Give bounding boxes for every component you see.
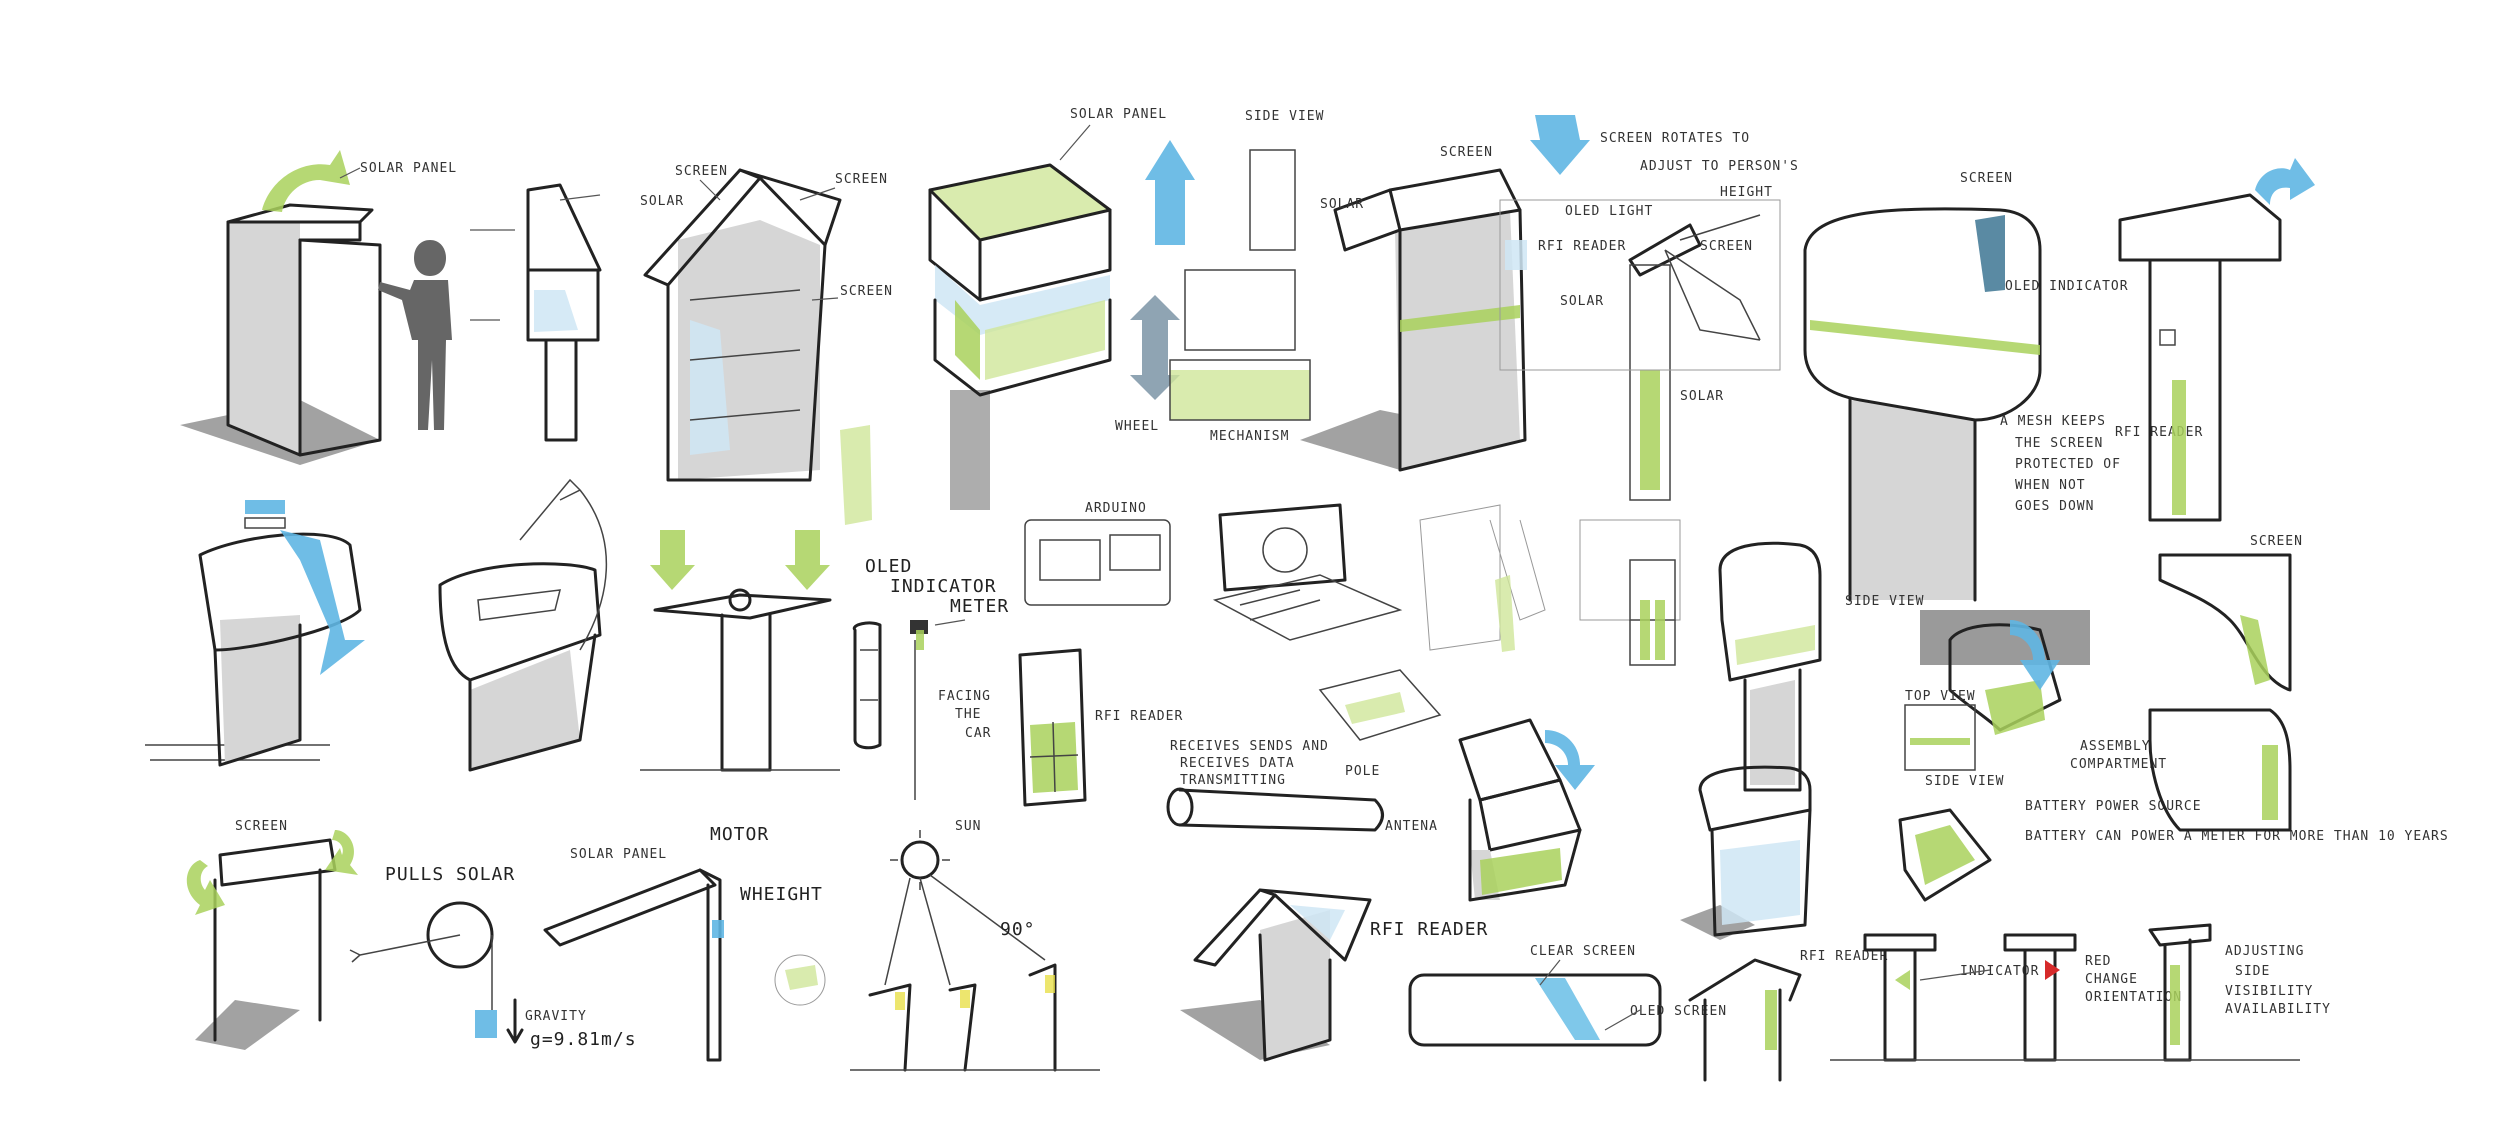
label-pole: POLE <box>1345 764 1380 779</box>
sketch-angled-kiosk <box>438 478 607 772</box>
sketch-cantilever: SCREEN <box>2148 534 2303 832</box>
label-solar-panel-1: SOLAR PANEL <box>360 161 457 176</box>
label-solar-4: SOLAR <box>1680 389 1724 404</box>
label-battery-can: BATTERY CAN POWER A METER FOR MORE THAN … <box>2025 829 2449 844</box>
label-screen-4: SCREEN <box>1440 145 1493 160</box>
label-orientation: ORIENTATION <box>2085 990 2182 1005</box>
label-side: SIDE <box>2235 964 2270 979</box>
label-gravity-value: g=9.81m/s <box>530 1029 637 1050</box>
label-screen-3: SCREEN <box>840 284 893 299</box>
label-battery-power: BATTERY POWER SOURCE <box>2025 799 2202 814</box>
sketch-rotating-screen: SCREEN ROTATES TO ADJUST TO PERSON'S HEI… <box>1300 115 1799 501</box>
sketch-arduino-boards: ARDUINO RFI READER RECEIVES SENDS AND RE… <box>1018 501 1442 807</box>
label-oled-light: OLED LIGHT <box>1565 204 1653 219</box>
label-the-screen: THE SCREEN <box>2015 436 2103 451</box>
sketch-pole-kiosk: POLE ANTENA <box>1166 764 1438 1062</box>
label-screen-rotates: SCREEN ROTATES TO <box>1600 131 1750 146</box>
label-arduino: ARDUINO <box>1085 501 1147 516</box>
label-screen-1: SCREEN <box>675 164 728 179</box>
sketch-faint-concepts <box>1419 504 1681 666</box>
label-indicator-2: INDICATOR <box>1960 964 2039 979</box>
sketch-motor-panel: SOLAR PANEL MOTOR WHEIGHT <box>543 824 826 1062</box>
label-facing: FACING <box>938 689 991 704</box>
sketch-small-roof-post: RFI READER <box>1688 949 1888 1082</box>
sketch-blue-screen-kiosk <box>1680 765 1812 940</box>
sketch-roller: SCREEN <box>186 819 358 1050</box>
label-side-view-2: SIDE VIEW <box>1845 594 1924 609</box>
label-wheight: WHEIGHT <box>740 884 823 905</box>
label-adjusting: ADJUSTING <box>2225 944 2304 959</box>
label-availability: AVAILABILITY <box>2225 1002 2331 1017</box>
label-screen-6: SCREEN <box>1960 171 2013 186</box>
label-solar-2: SOLAR <box>1320 197 1364 212</box>
label-angle: 90° <box>1000 919 1036 940</box>
label-side-view-3: SIDE VIEW <box>1925 774 2004 789</box>
sketch-l-kiosk: SOLAR PANEL <box>180 150 457 465</box>
label-oled-screen: OLED SCREEN <box>1630 1004 1727 1019</box>
label-screen-2: SCREEN <box>835 172 888 187</box>
label-antenna: ANTENA <box>1385 819 1438 834</box>
label-change: CHANGE <box>2085 972 2138 987</box>
sketch-box-module: SOLAR PANEL SIDE VIEW WHEEL MECHANISM <box>928 107 1324 510</box>
label-meter: METER <box>950 596 1009 617</box>
label-top-view: TOP VIEW <box>1905 689 1976 704</box>
label-sun: SUN <box>955 819 981 834</box>
label-side-view: SIDE VIEW <box>1245 109 1324 124</box>
label-visibility: VISIBILITY <box>2225 984 2313 999</box>
label-screen-8: SCREEN <box>235 819 288 834</box>
label-wheel: WHEEL <box>1115 419 1159 434</box>
label-assembly: ASSEMBLY <box>2080 739 2151 754</box>
sketch-roof-kiosk: SCREEN SOLAR SCREEN SCREEN <box>640 164 893 525</box>
label-solar-3: SOLAR <box>1560 294 1604 309</box>
sketch-rounded-kiosk: SCREEN OLED INDICATOR RFI READER A MESH … <box>1803 158 2315 602</box>
label-rfi-reader-2: RFI READER <box>2115 425 2203 440</box>
sketch-blue-band-kiosk <box>145 500 365 767</box>
label-transmitting: TRANSMITTING <box>1180 773 1286 788</box>
label-adjust-to: ADJUST TO PERSON'S <box>1640 159 1799 174</box>
sketch-curved-compartment: TOP VIEW SIDE VIEW ASSEMBLY COMPARTMENT … <box>1898 610 2449 902</box>
label-oled: OLED <box>865 556 912 577</box>
sketch-sun-angle: SUN 90° <box>850 819 1100 1072</box>
label-clear-screen: CLEAR SCREEN <box>1530 944 1636 959</box>
label-rfi-reader-6: RFI READER <box>1800 949 1888 964</box>
label-screen-5: SCREEN <box>1700 239 1753 254</box>
sketch-oled-screen-panel: RFI READER CLEAR SCREEN OLED SCREEN <box>1370 919 1727 1047</box>
label-protected: PROTECTED OF <box>2015 457 2121 472</box>
label-solar-panel-3: SOLAR PANEL <box>570 847 667 862</box>
sketch-oled-car: OLED INDICATOR METER FACING THE CAR <box>852 556 1009 800</box>
label-car: CAR <box>965 726 991 741</box>
label-pulls-solar: PULLS SOLAR <box>385 864 515 885</box>
label-receives-sends: RECEIVES SENDS AND <box>1170 739 1329 754</box>
label-rfi-reader-5: RFI READER <box>1370 919 1488 940</box>
label-oled-indicator-1: OLED INDICATOR <box>2005 279 2129 294</box>
sketch-folding-kiosk <box>1458 718 1595 902</box>
label-red-indicator: RED <box>2085 954 2111 969</box>
label-compartment: COMPARTMENT <box>2070 757 2167 772</box>
label-rfi-reader-1: RFI READER <box>1538 239 1626 254</box>
sketch-t-post <box>640 530 840 772</box>
sketch-pulley: PULLS SOLAR GRAVITY g=9.81m/s <box>349 864 637 1050</box>
label-solar-panel-2: SOLAR PANEL <box>1070 107 1167 122</box>
sketch-triangle-stand <box>470 183 602 442</box>
label-when-not: WHEN NOT <box>2015 478 2086 493</box>
sketch-hooded-kiosk: SIDE VIEW <box>1718 541 1924 792</box>
label-rfi-reader-3: RFI READER <box>1095 709 1183 724</box>
label-mechanism: MECHANISM <box>1210 429 1289 444</box>
label-gravity: GRAVITY <box>525 1009 587 1024</box>
label-screen-7: SCREEN <box>2250 534 2303 549</box>
label-goes-down: GOES DOWN <box>2015 499 2094 514</box>
sketch-t-indicator-posts: INDICATOR RED CHANGE ORIENTATION ADJUSTI… <box>1830 923 2331 1062</box>
label-a-mesh: A MESH KEEPS <box>2000 414 2106 429</box>
label-the: THE <box>955 707 981 722</box>
label-indicator: INDICATOR <box>890 576 997 597</box>
label-height: HEIGHT <box>1720 185 1773 200</box>
label-motor: MOTOR <box>710 824 769 845</box>
label-solar-1: SOLAR <box>640 194 684 209</box>
label-receives-data: RECEIVES DATA <box>1180 756 1295 771</box>
